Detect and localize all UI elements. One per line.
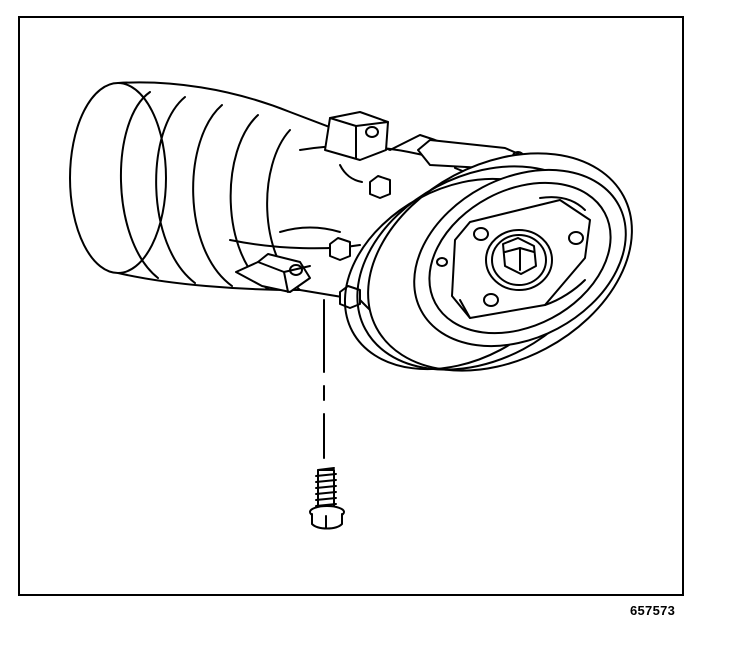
center-nut — [485, 229, 553, 291]
mounting-bolt-icon — [309, 467, 345, 530]
upper-mounting-ear — [324, 111, 389, 161]
lower-mounting-ear — [235, 253, 311, 293]
figure-frame — [18, 16, 684, 596]
figure-number: 657573 — [630, 603, 676, 618]
